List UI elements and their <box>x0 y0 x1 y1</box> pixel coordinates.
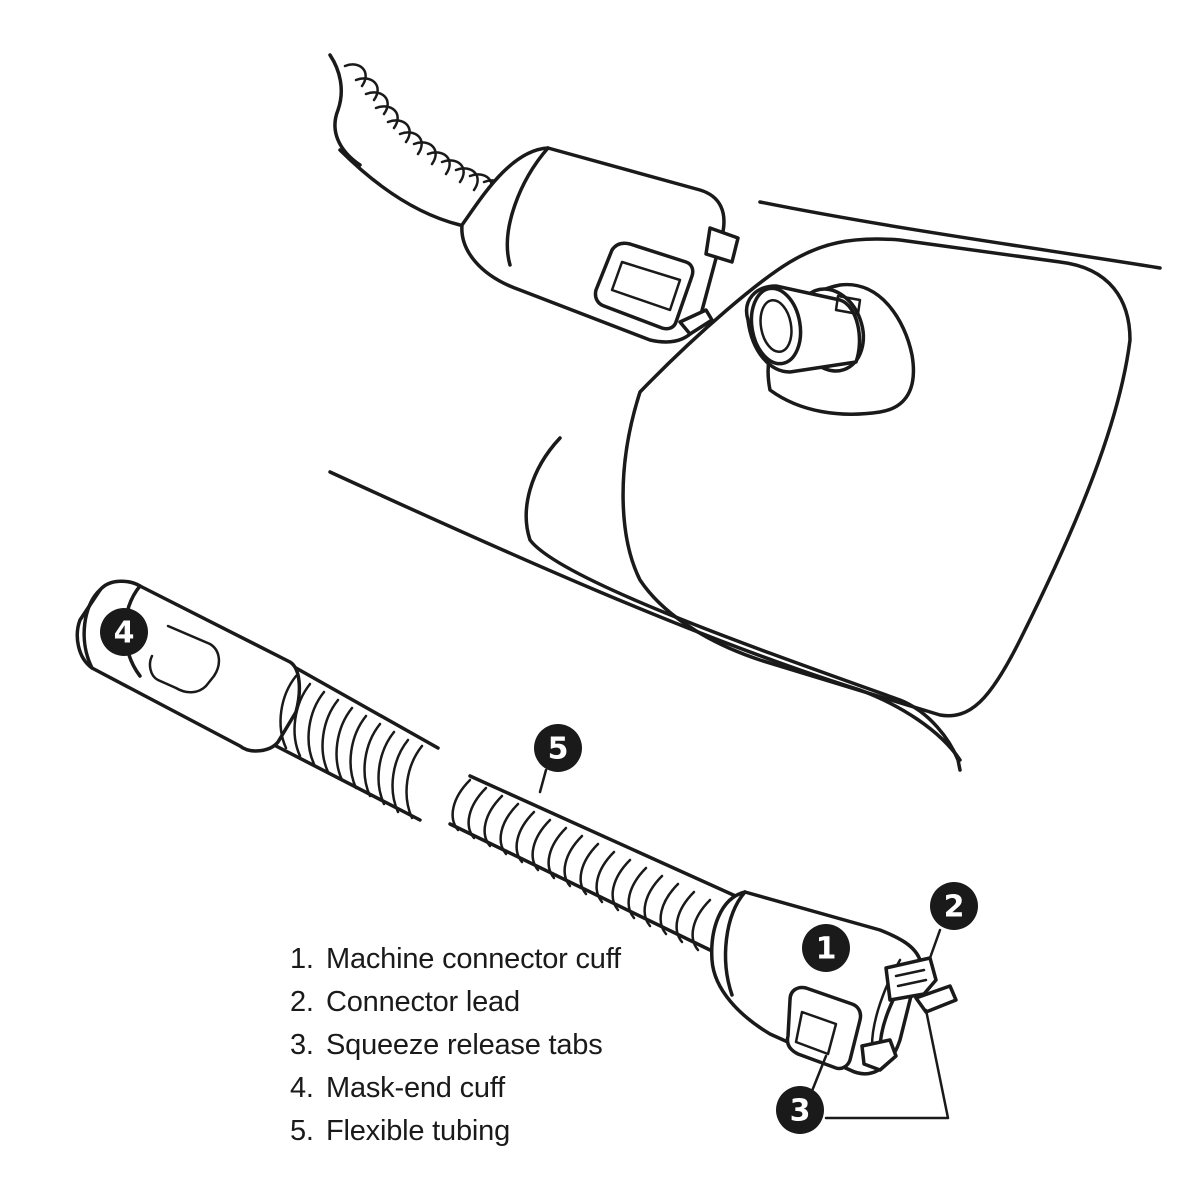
legend-item: 1. Machine connector cuff <box>290 938 621 981</box>
legend-item: 4. Mask-end cuff <box>290 1067 621 1110</box>
callout-1-label: 1 <box>816 932 837 967</box>
callout-2: 2 <box>930 882 978 930</box>
top-hose <box>328 53 740 344</box>
callout-1: 1 <box>802 924 850 972</box>
callout-4-label: 4 <box>114 616 135 651</box>
legend-item-number: 4. <box>290 1072 314 1104</box>
legend-item-label: Machine connector cuff <box>326 943 621 975</box>
leader-lines <box>538 768 950 1120</box>
leader-2 <box>928 928 942 960</box>
callout-5-label: 5 <box>548 732 569 767</box>
legend-item: 3. Squeeze release tabs <box>290 1024 621 1067</box>
legend-item-label: Flexible tubing <box>326 1115 510 1147</box>
legend-item-label: Mask-end cuff <box>326 1072 506 1104</box>
machine-body <box>328 200 1162 772</box>
legend-item: 5. Flexible tubing <box>290 1110 621 1153</box>
legend-item-label: Connector lead <box>326 986 520 1018</box>
leader-5 <box>538 768 548 794</box>
legend-item-number: 5. <box>290 1115 314 1147</box>
legend-item-label: Squeeze release tabs <box>326 1029 603 1061</box>
legend-item-number: 3. <box>290 1029 314 1061</box>
callout-5: 5 <box>534 724 582 772</box>
legend-item-number: 2. <box>290 986 314 1018</box>
leader-3a <box>808 1054 828 1098</box>
parts-legend: 1. Machine connector cuff 2. Connector lea… <box>290 938 621 1153</box>
callout-3-label: 3 <box>790 1094 811 1129</box>
callout-4: 4 <box>100 608 148 656</box>
legend-item: 2. Connector lead <box>290 981 621 1024</box>
leader-3b <box>824 1008 950 1120</box>
callout-3: 3 <box>776 1086 824 1134</box>
legend-item-number: 1. <box>290 943 314 975</box>
callout-2-label: 2 <box>944 890 965 925</box>
